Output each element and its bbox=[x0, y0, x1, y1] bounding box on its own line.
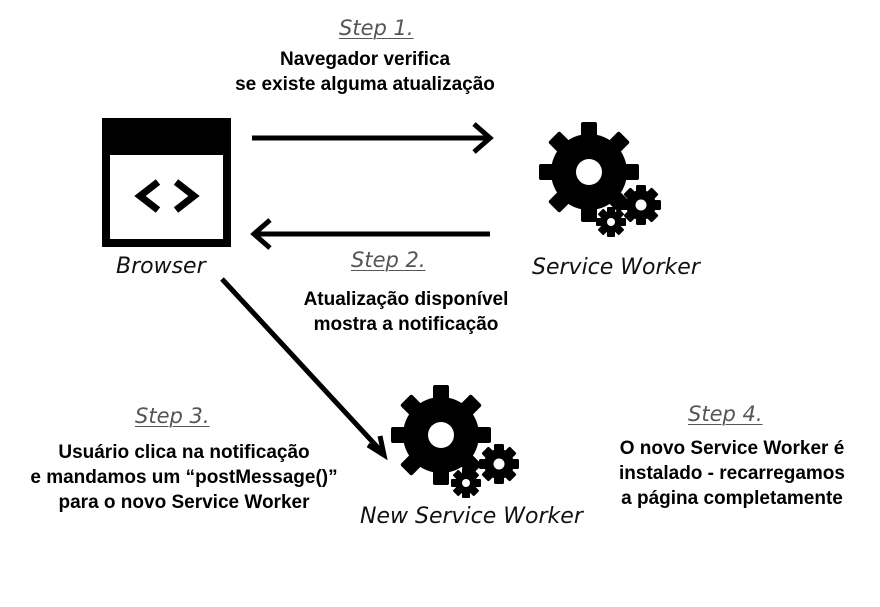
browser-label: Browser bbox=[116, 254, 206, 279]
step-2-description: Atualização disponível mostra a notifica… bbox=[276, 287, 536, 337]
step-4-line-2: instalado - recarregamos bbox=[619, 463, 845, 484]
step-3-description: Usuário clica na notificação e mandamos … bbox=[4, 440, 364, 515]
step-4-line-3: a página completamente bbox=[621, 488, 843, 509]
new-service-worker-gears-icon bbox=[391, 385, 519, 498]
step-3-title: Step 3. bbox=[135, 404, 210, 428]
step-1-description: Navegador verifica se existe alguma atua… bbox=[200, 47, 530, 97]
step-2-title: Step 2. bbox=[351, 248, 426, 272]
step-3-line-1: Usuário clica na notificação bbox=[58, 442, 310, 463]
step-1-line-2: se existe alguma atualização bbox=[235, 74, 495, 95]
new-service-worker-label: New Service Worker bbox=[360, 504, 583, 529]
browser-window-code-icon bbox=[102, 118, 231, 247]
service-worker-label: Service Worker bbox=[532, 255, 700, 280]
step-3-line-3: para o novo Service Worker bbox=[58, 492, 310, 513]
step-4-line-1: O novo Service Worker é bbox=[619, 438, 845, 459]
step-1-line-1: Navegador verifica bbox=[279, 49, 451, 70]
arrow-service-worker-to-browser bbox=[250, 218, 490, 250]
arrow-browser-to-service-worker bbox=[252, 122, 494, 154]
service-worker-gears-icon bbox=[539, 122, 661, 237]
step-4-title: Step 4. bbox=[688, 402, 763, 426]
step-2-line-1: Atualização disponível bbox=[303, 289, 509, 310]
step-4-description: O novo Service Worker é instalado - reca… bbox=[592, 436, 872, 511]
step-3-line-2: e mandamos um “postMessage()” bbox=[30, 467, 338, 488]
step-1-title: Step 1. bbox=[339, 16, 414, 40]
step-2-line-2: mostra a notificação bbox=[313, 314, 499, 335]
arrow-browser-to-new-service-worker bbox=[220, 277, 388, 461]
